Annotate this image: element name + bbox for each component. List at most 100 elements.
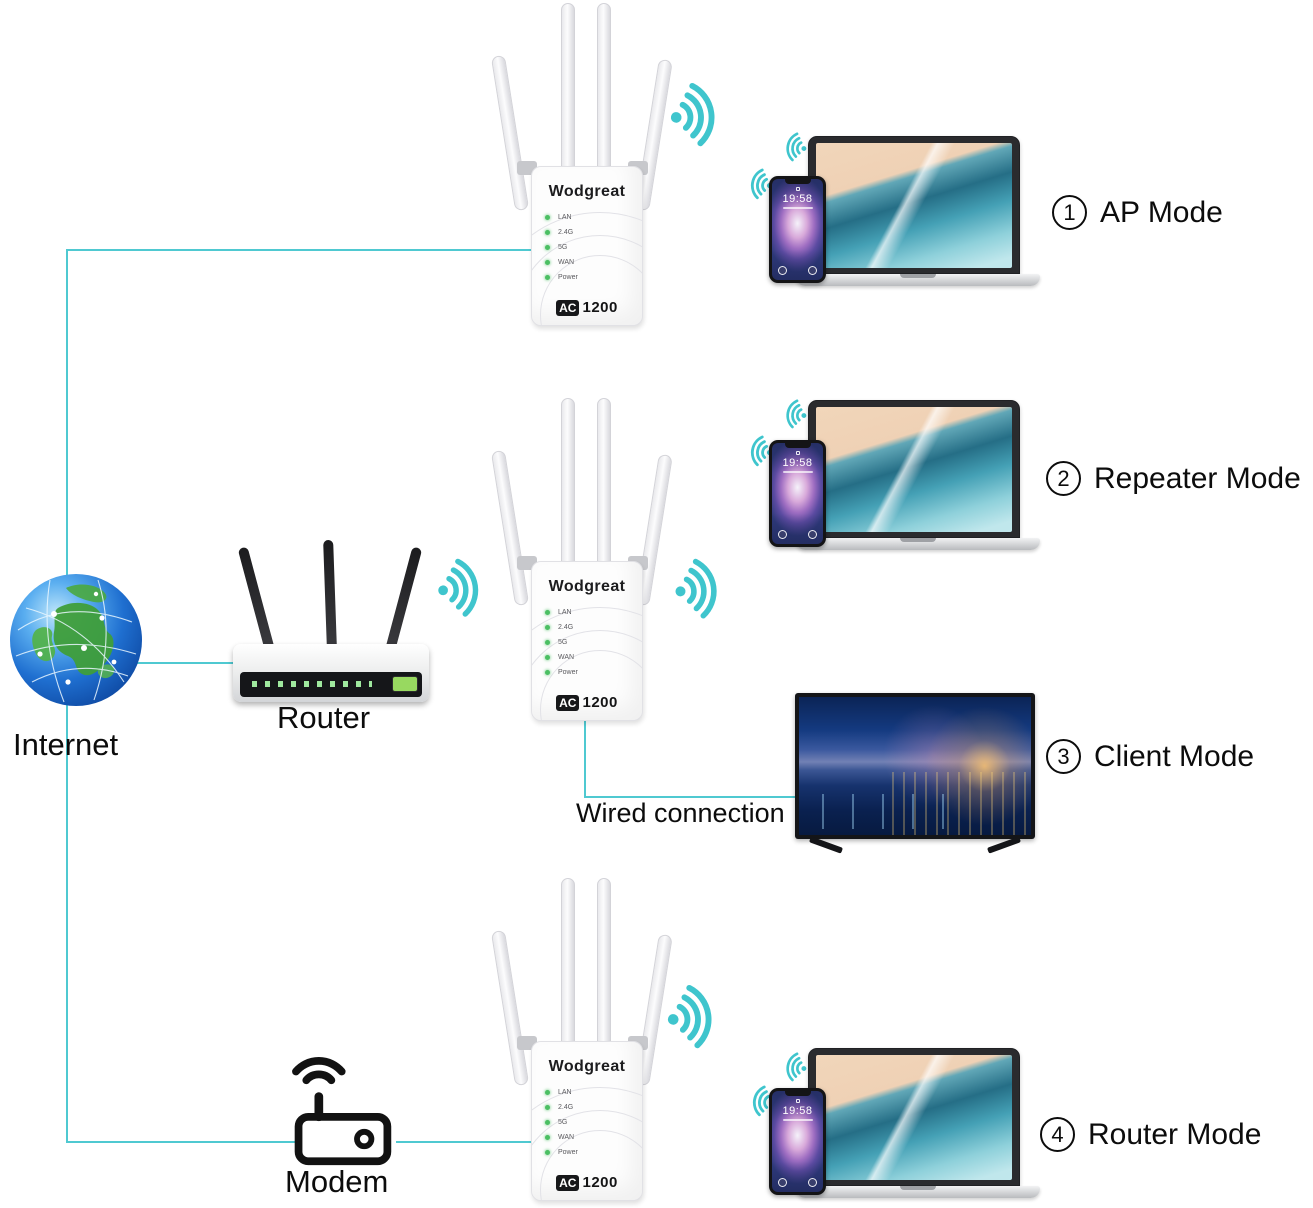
led-indicator	[545, 1089, 550, 1095]
phone-notch	[784, 1091, 811, 1096]
smart-tv	[795, 693, 1035, 854]
laptop-screen-frame	[808, 1048, 1020, 1186]
line-internet-to-router	[130, 662, 237, 664]
led-row: 5G	[545, 638, 578, 646]
extender-antenna	[597, 398, 611, 576]
mode-label-ap: 1 AP Mode	[1052, 195, 1223, 230]
router-antenna	[237, 546, 275, 650]
led-panel: LAN 2.4G 5G WAN Power	[545, 213, 578, 281]
modem-icon	[286, 1056, 398, 1166]
led-label: WAN	[558, 653, 575, 661]
laptop-screen-frame	[808, 136, 1020, 274]
laptop-wallpaper	[816, 143, 1012, 268]
led-label: LAN	[558, 608, 572, 616]
decorative-arc	[532, 1087, 642, 1200]
modem-label: Modem	[285, 1164, 389, 1199]
laptop-base	[796, 274, 1040, 286]
led-row: WAN	[545, 653, 578, 661]
mode-text: Router Mode	[1088, 1117, 1262, 1151]
phone-screen: 19:58	[772, 1091, 823, 1192]
lock-icon	[795, 451, 800, 455]
flashlight-button	[778, 266, 787, 275]
extender-antenna	[561, 398, 575, 576]
phone-screen: 19:58	[772, 179, 823, 280]
led-panel: LAN 2.4G 5G WAN Power	[545, 608, 578, 676]
led-indicator	[545, 274, 550, 280]
led-label: Power	[558, 273, 578, 281]
router-antenna	[323, 539, 337, 649]
led-indicator	[545, 1119, 550, 1125]
led-label: 5G	[558, 1118, 568, 1126]
led-panel: LAN 2.4G 5G WAN Power	[545, 1089, 578, 1156]
led-row: 2.4G	[545, 1103, 578, 1111]
laptop-base	[796, 1186, 1040, 1198]
brand-logo: Wodgreat	[548, 183, 626, 200]
camera-button	[808, 266, 817, 275]
led-label: Power	[558, 1148, 578, 1156]
led-indicator	[545, 609, 550, 615]
laptop-wallpaper	[816, 1055, 1012, 1180]
line-internet-to-modem	[66, 1141, 296, 1143]
smartphone: 19:58	[769, 1088, 826, 1195]
phone-lock-time: 19:58	[782, 193, 813, 205]
extender-antenna	[490, 929, 530, 1087]
led-indicator	[545, 1149, 550, 1155]
smartphone: 19:58	[769, 176, 826, 283]
line-internet-to-extender-top	[66, 249, 533, 251]
router-front-panel	[240, 672, 422, 697]
led-label: LAN	[558, 213, 572, 221]
mode-label-client: 3 Client Mode	[1046, 739, 1254, 774]
lock-icon	[795, 1099, 800, 1103]
tv-screen	[799, 697, 1031, 835]
led-row: 2.4G	[545, 229, 578, 236]
led-label: Power	[558, 668, 578, 676]
badge-ac: AC	[556, 695, 580, 711]
extender-antenna	[561, 3, 575, 181]
led-indicator	[545, 244, 550, 250]
led-row: Power	[545, 668, 578, 676]
brand-logo: Wodgreat	[548, 1058, 626, 1075]
phone-lock-time: 19:58	[782, 457, 813, 469]
router-led-strip	[252, 681, 372, 687]
led-row: 2.4G	[545, 624, 578, 631]
line-extender-wired-vertical	[584, 720, 586, 798]
brand-logo: Wodgreat	[548, 578, 626, 595]
led-label: 5G	[558, 243, 568, 251]
router-wps-button	[392, 676, 418, 692]
led-label: 2.4G	[558, 1103, 574, 1111]
mode-number: 2	[1046, 461, 1081, 496]
led-label: 5G	[558, 638, 568, 646]
badge-model-number: 1200	[582, 299, 618, 316]
phone-notch	[784, 179, 811, 184]
phone-notch	[784, 443, 811, 448]
internet-label: Internet	[13, 727, 119, 762]
mode-label-repeater: 2 Repeater Mode	[1046, 461, 1301, 496]
led-row: 5G	[545, 243, 578, 251]
mode-number: 3	[1046, 739, 1081, 774]
lock-icon	[795, 187, 800, 191]
led-row: Power	[545, 273, 578, 281]
led-row: WAN	[545, 259, 578, 266]
mode-text: Client Mode	[1094, 739, 1255, 773]
extender-antenna	[597, 3, 611, 181]
led-indicator	[545, 259, 550, 265]
led-indicator	[545, 1134, 550, 1140]
phone-screen: 19:58	[772, 443, 823, 544]
led-row: LAN	[545, 1089, 578, 1096]
extender-antenna	[490, 449, 530, 607]
extender-antenna	[597, 878, 611, 1056]
tv-leg	[986, 836, 1022, 854]
mode-number: 4	[1040, 1117, 1075, 1152]
camera-button	[808, 530, 817, 539]
led-indicator	[545, 1104, 550, 1110]
led-indicator	[545, 624, 550, 630]
laptop-wallpaper	[816, 407, 1012, 532]
laptop	[796, 1048, 1040, 1198]
led-row: LAN	[545, 608, 578, 616]
